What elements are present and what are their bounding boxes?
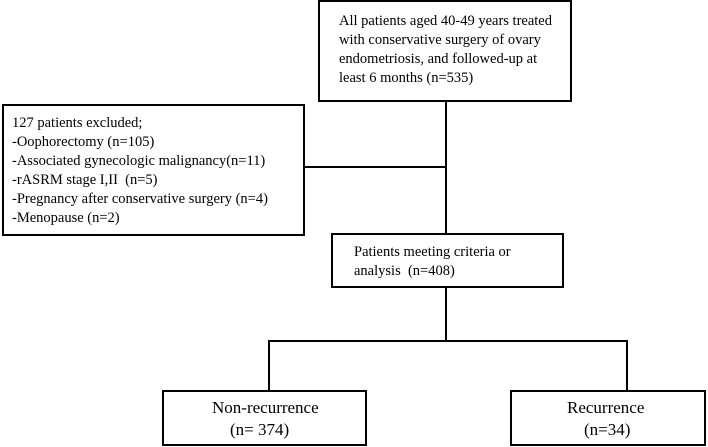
non-recurrence-label: Non-recurrence xyxy=(212,398,319,417)
non-recurrence-count: (n= 374) xyxy=(230,420,290,439)
connector-top-vertical xyxy=(445,101,447,233)
recurrence-count: (n=34) xyxy=(584,420,631,439)
eligible-patients-box: Patients meeting criteria or analysis (n… xyxy=(331,233,564,288)
all-patients-line-3: endometriosis, and followed-up at xyxy=(339,51,538,67)
excluded-title: 127 patients excluded; xyxy=(12,115,143,131)
excluded-item-menopause: -Menopause (n=2) xyxy=(12,210,120,226)
recurrence-box: Recurrence (n=34) xyxy=(510,390,706,446)
all-patients-line-1: All patients aged 40-49 years treated xyxy=(339,13,552,29)
excluded-item-malignancy: -Associated gynecologic malignancy(n=11) xyxy=(12,153,266,169)
eligible-line-1: Patients meeting criteria or xyxy=(354,244,511,260)
excluded-item-oophorectomy: -Oophorectomy (n=105) xyxy=(12,134,155,150)
excluded-item-rasrm: -rASRM stage I,II (n=5) xyxy=(12,172,158,188)
all-patients-line-2: with conservative surgery of ovary xyxy=(339,32,541,48)
all-patients-line-4: least 6 months (n=535) xyxy=(339,70,474,86)
connector-exclusion-horizontal xyxy=(305,166,446,168)
excluded-item-pregnancy: -Pregnancy after conservative surgery (n… xyxy=(12,191,268,207)
connector-split-horizontal xyxy=(268,340,628,342)
non-recurrence-box: Non-recurrence (n= 374) xyxy=(162,390,367,446)
connector-right-branch xyxy=(626,340,628,392)
recurrence-label: Recurrence xyxy=(567,398,645,417)
connector-left-branch xyxy=(268,340,270,392)
connector-middle-vertical xyxy=(445,286,447,341)
eligible-line-2: analysis (n=408) xyxy=(354,263,455,279)
all-patients-box: All patients aged 40-49 years treated wi… xyxy=(318,0,572,102)
excluded-patients-box: 127 patients excluded; -Oophorectomy (n=… xyxy=(2,104,305,236)
